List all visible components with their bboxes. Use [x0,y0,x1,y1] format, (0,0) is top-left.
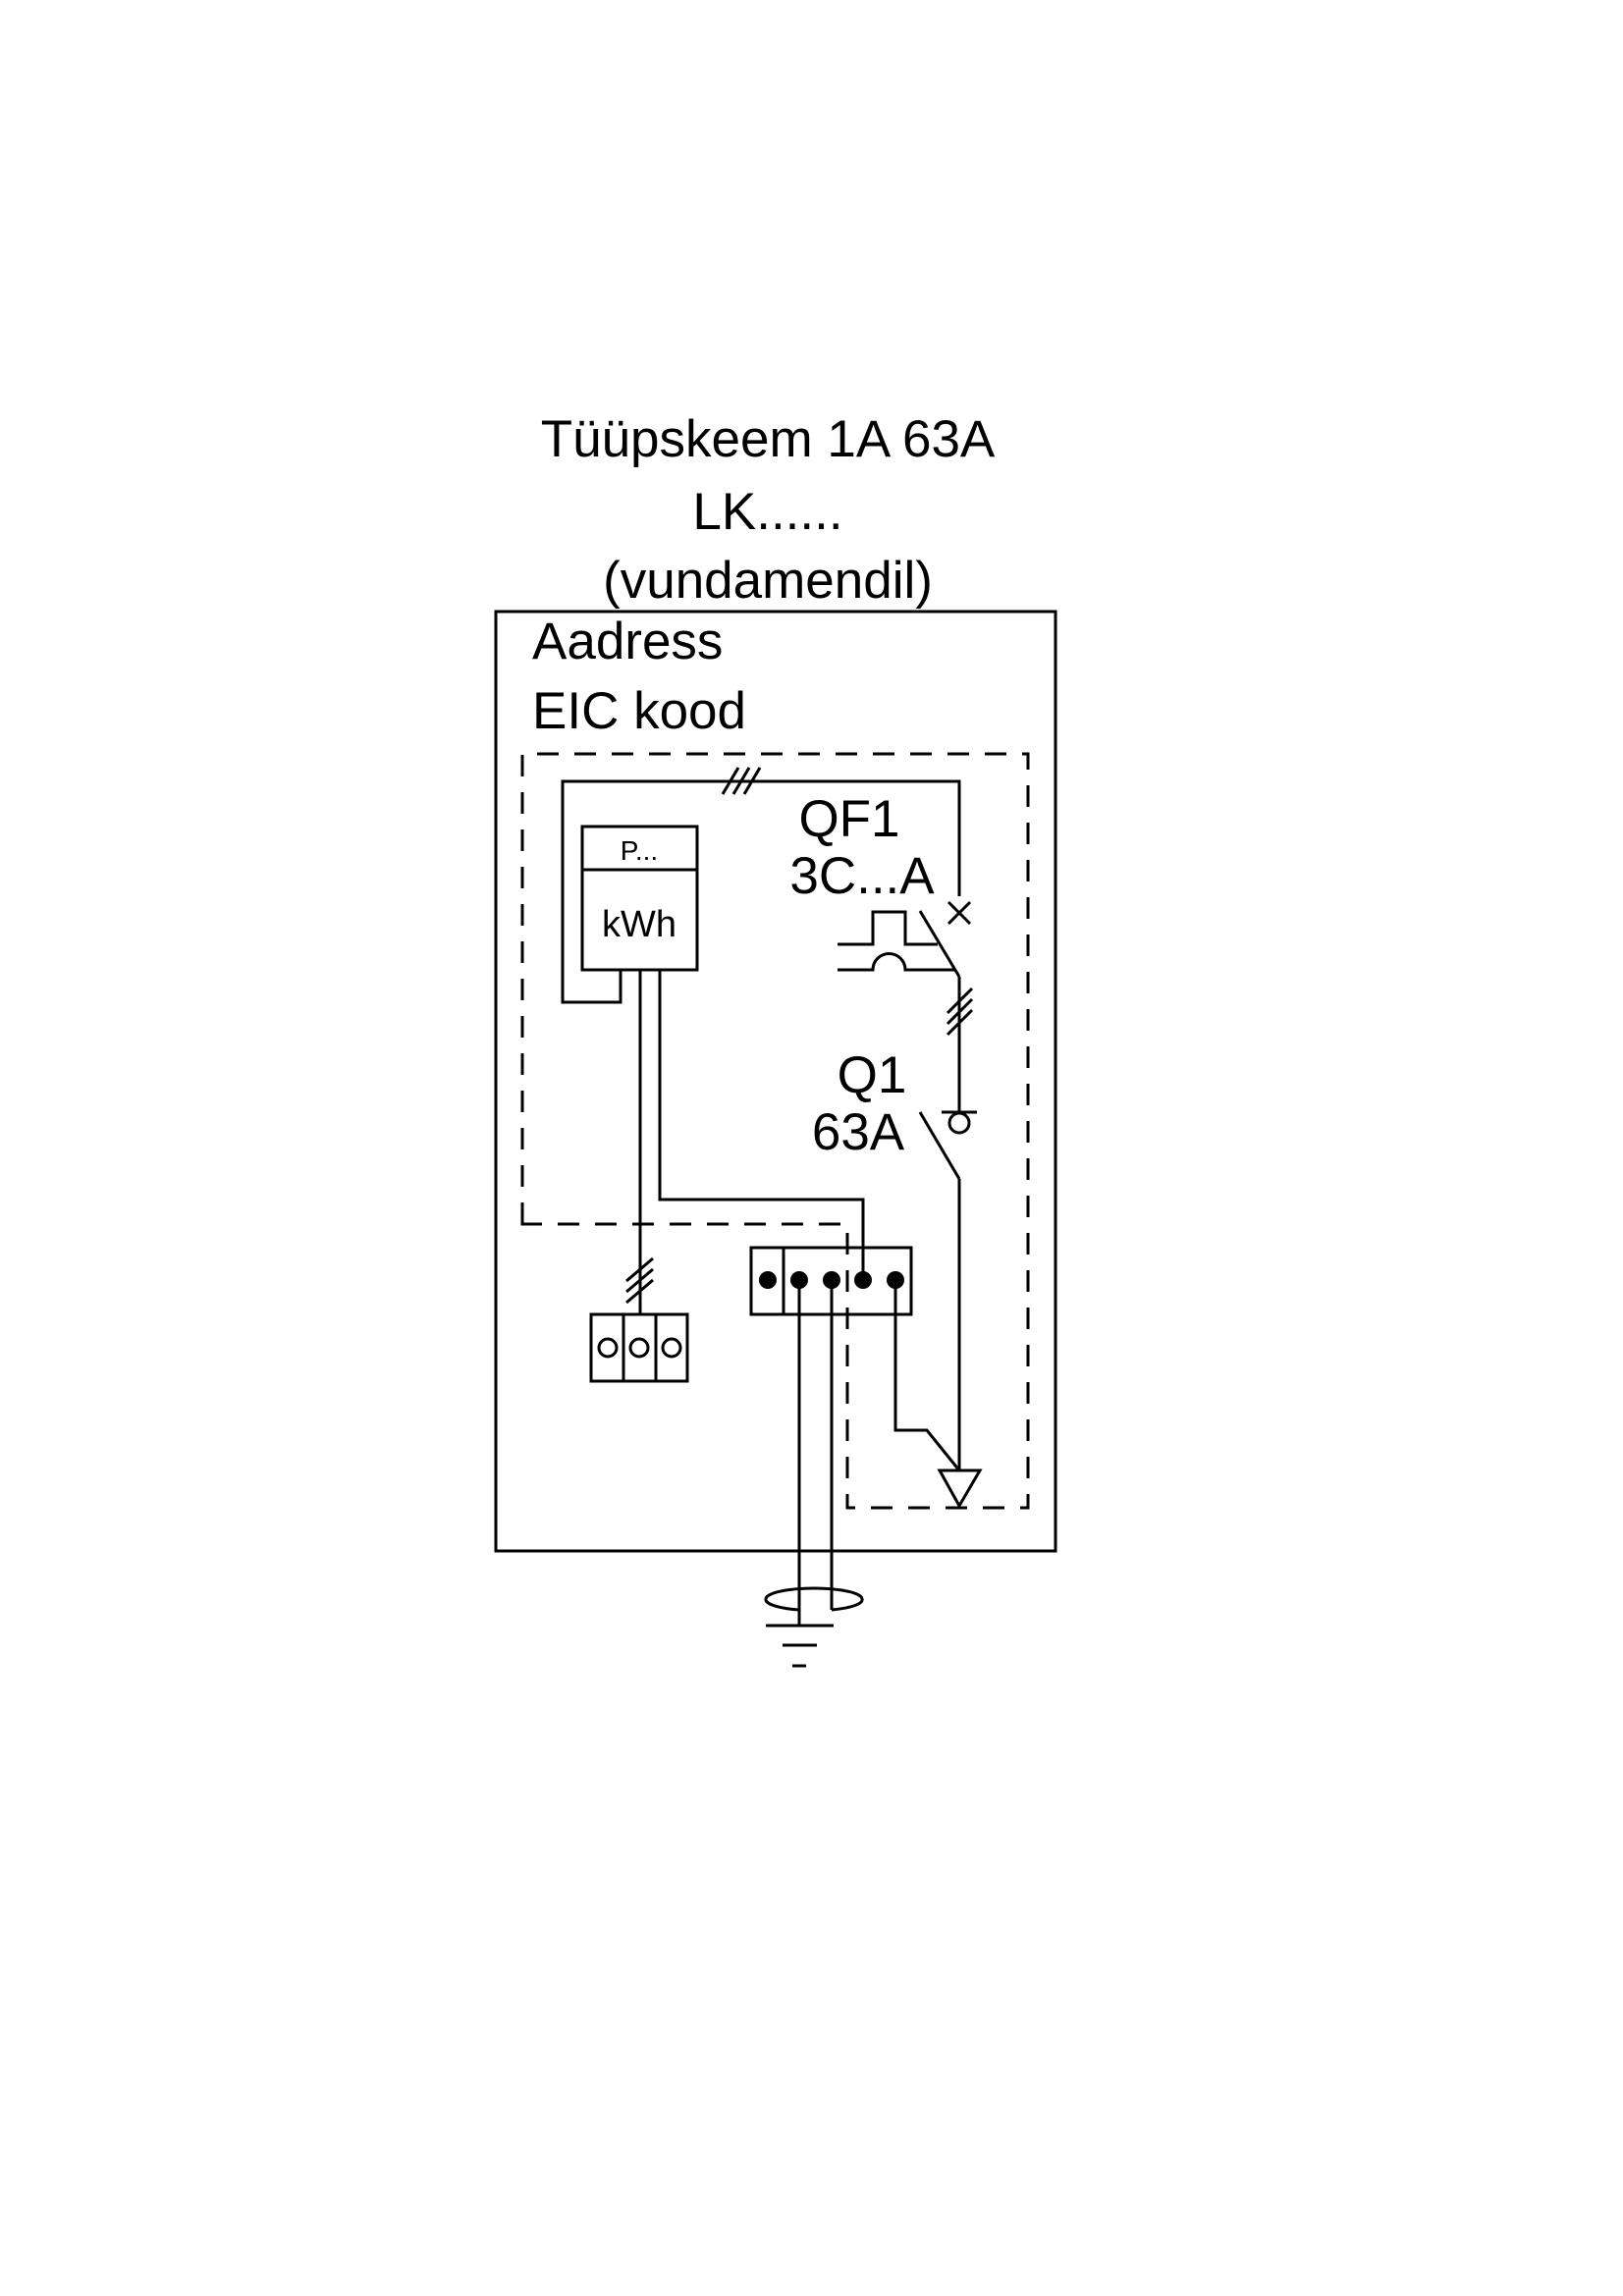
supply-wire [561,779,961,1004]
ground-icon [766,1624,834,1668]
main-terminal [887,1271,904,1289]
surge-arrester-icon [937,1468,983,1510]
pe-wire [893,1280,961,1471]
main-terminal [759,1271,777,1289]
address-label: Aadress [532,613,723,670]
three-phase-ticks-aux [625,1256,654,1305]
meter-unit-label: kWh [602,904,676,945]
cable-screen-icon [764,1586,864,1612]
meter-wire-terminal [658,970,865,1280]
aux-terminal [597,1337,619,1359]
diagram-subtitle: LK...... [692,483,842,541]
q1-name: Q1 [838,1046,907,1104]
meter-type-label: P... [621,835,658,866]
metering-compartment-boundary [520,752,1030,1510]
aux-terminal-block [589,1312,689,1383]
diagram-location: (vundamendil) [603,552,933,610]
diagram-title: Tüüpskeem 1A 63A [541,410,996,468]
qf1-name: QF1 [798,790,899,848]
three-phase-ticks-qf1 [946,987,974,1037]
cabinet-enclosure [494,610,1057,1553]
three-phase-ticks-top [721,767,762,795]
qf1-rating: 3C...A [789,847,935,905]
q1-rating: 63A [812,1103,905,1161]
aux-terminal [628,1337,650,1359]
aux-terminal [661,1337,682,1359]
disconnector-icon [918,1110,977,1470]
circuit-breaker-icon [838,900,972,1112]
eic-code-label: EIC kood [532,682,746,740]
main-terminal [854,1271,872,1289]
